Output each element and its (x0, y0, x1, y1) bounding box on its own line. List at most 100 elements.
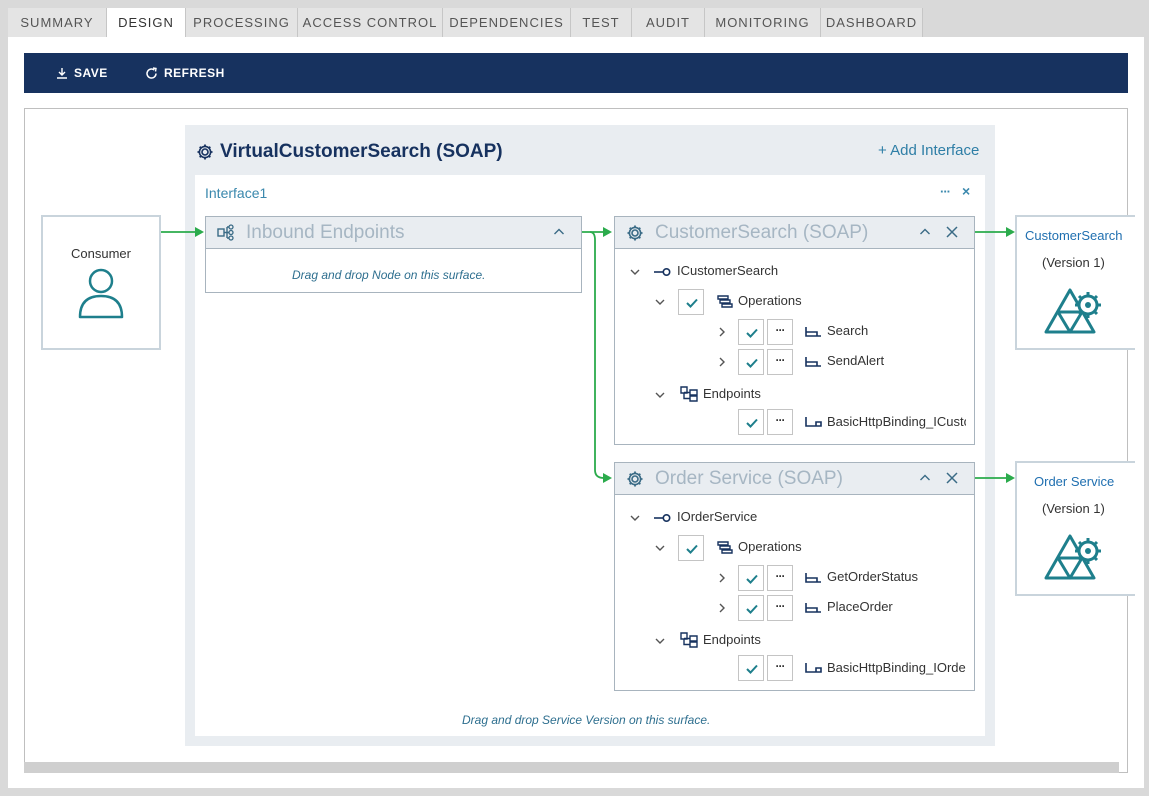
service-panel-header (615, 217, 974, 249)
service-drop-hint: Drag and drop Service Version on this su… (462, 713, 711, 727)
operation-more-button[interactable]: ··· (767, 595, 793, 621)
nodes-icon (217, 224, 235, 242)
service-panel-customer-search[interactable]: CustomerSearch (SOAP) (614, 216, 975, 445)
tab-bar: SUMMARY DESIGN PROCESSING ACCESS CONTROL… (0, 0, 1149, 37)
chevron-down-icon[interactable] (629, 266, 641, 278)
operation-checkbox[interactable] (738, 595, 764, 621)
chevron-up-icon[interactable] (553, 227, 565, 237)
add-interface-button[interactable]: + Add Interface (878, 142, 980, 159)
chevron-up-icon[interactable] (919, 473, 931, 483)
service-panel-order-service[interactable]: Order Service (SOAP) (614, 462, 975, 691)
tab-audit[interactable]: AUDIT (632, 8, 705, 37)
refresh-icon (145, 66, 158, 80)
operation-label: Search (827, 323, 869, 338)
save-label: SAVE (74, 66, 108, 80)
contract-label: IOrderService (677, 509, 758, 524)
interface-close-button[interactable]: × (962, 183, 971, 199)
endpoint-more-button[interactable]: ··· (767, 655, 793, 681)
gear-icon (626, 470, 644, 488)
toolbar: SAVE REFRESH (24, 53, 1128, 93)
service-panel-header (615, 463, 974, 495)
operation-label: SendAlert (827, 353, 885, 368)
target-service-version: (Version 1) (1042, 255, 1105, 270)
gear-icon (196, 143, 214, 161)
interface-more-button[interactable]: ··· (940, 184, 951, 199)
operation-icon (804, 572, 822, 584)
endpoint-icon (804, 662, 822, 674)
inbound-endpoints-panel[interactable]: Inbound Endpoints Drag and drop Node on … (205, 216, 582, 293)
tab-access-control[interactable]: ACCESS CONTROL (298, 8, 443, 37)
interface-icon (653, 267, 671, 277)
operation-more-button[interactable]: ··· (767, 565, 793, 591)
tab-design[interactable]: DESIGN (107, 8, 186, 37)
inbound-endpoints-header (206, 217, 581, 249)
operation-icon (804, 326, 822, 338)
operations-label: Operations (738, 539, 802, 554)
chevron-right-icon[interactable] (716, 602, 728, 614)
operations-checkbox[interactable] (678, 535, 704, 561)
inbound-endpoints-title: Inbound Endpoints (246, 222, 405, 243)
operation-more-button[interactable]: ··· (767, 319, 793, 345)
operation-checkbox[interactable] (738, 319, 764, 345)
save-button[interactable]: SAVE (56, 53, 108, 93)
chevron-down-icon[interactable] (629, 512, 641, 524)
operations-checkbox[interactable] (678, 289, 704, 315)
close-icon[interactable] (945, 471, 959, 485)
target-service-order-service[interactable]: Order Service (Version 1) (1015, 461, 1135, 596)
check-icon (739, 320, 763, 346)
interface-icon (653, 513, 671, 523)
operations-label: Operations (738, 293, 802, 308)
download-icon (56, 67, 68, 79)
endpoints-label: Endpoints (703, 386, 761, 401)
service-logo-icon (1042, 531, 1108, 587)
endpoint-more-button[interactable]: ··· (767, 409, 793, 435)
interface-label: Interface1 (205, 185, 268, 201)
endpoint-label: BasicHttpBinding_IOrderService (827, 660, 966, 675)
chevron-down-icon[interactable] (654, 542, 666, 554)
tab-monitoring[interactable]: MONITORING (705, 8, 821, 37)
consumer-node[interactable]: Consumer (41, 215, 161, 350)
virtual-service-title: VirtualCustomerSearch (SOAP) (196, 141, 503, 163)
check-icon (679, 290, 703, 316)
operations-icon (716, 540, 734, 556)
chevron-up-icon[interactable] (919, 227, 931, 237)
target-service-link[interactable]: Order Service (1034, 474, 1115, 489)
target-service-link[interactable]: CustomerSearch (1025, 228, 1123, 243)
refresh-button[interactable]: REFRESH (145, 53, 225, 93)
endpoints-icon (680, 386, 698, 402)
operation-label: PlaceOrder (827, 599, 893, 614)
check-icon (739, 566, 763, 592)
chevron-right-icon[interactable] (716, 326, 728, 338)
operations-icon (716, 294, 734, 310)
chevron-down-icon[interactable] (654, 635, 666, 647)
chevron-right-icon[interactable] (716, 572, 728, 584)
operation-icon (804, 356, 822, 368)
gear-icon (626, 224, 644, 242)
operation-checkbox[interactable] (738, 565, 764, 591)
endpoint-checkbox[interactable] (738, 655, 764, 681)
close-icon[interactable] (945, 225, 959, 239)
endpoint-checkbox[interactable] (738, 409, 764, 435)
tab-dependencies[interactable]: DEPENDENCIES (443, 8, 571, 37)
contract-label: ICustomerSearch (677, 263, 779, 278)
check-icon (679, 536, 703, 562)
target-service-customer-search[interactable]: CustomerSearch (Version 1) (1015, 215, 1135, 350)
target-service-version: (Version 1) (1042, 501, 1105, 516)
check-icon (739, 410, 763, 436)
tab-processing[interactable]: PROCESSING (186, 8, 298, 37)
tab-test[interactable]: TEST (571, 8, 632, 37)
operation-more-button[interactable]: ··· (767, 349, 793, 375)
check-icon (739, 350, 763, 376)
virtual-service-name: VirtualCustomerSearch (SOAP) (220, 141, 503, 162)
tab-dashboard[interactable]: DASHBOARD (821, 8, 923, 37)
tab-summary[interactable]: SUMMARY (8, 8, 107, 37)
endpoint-label: BasicHttpBinding_ICustomerSearch (827, 414, 966, 429)
service-title: Order Service (SOAP) (655, 468, 843, 489)
chevron-down-icon[interactable] (654, 296, 666, 308)
check-icon (739, 596, 763, 622)
chevron-down-icon[interactable] (654, 389, 666, 401)
chevron-right-icon[interactable] (716, 356, 728, 368)
horizontal-scrollbar[interactable] (24, 762, 1119, 773)
operation-checkbox[interactable] (738, 349, 764, 375)
